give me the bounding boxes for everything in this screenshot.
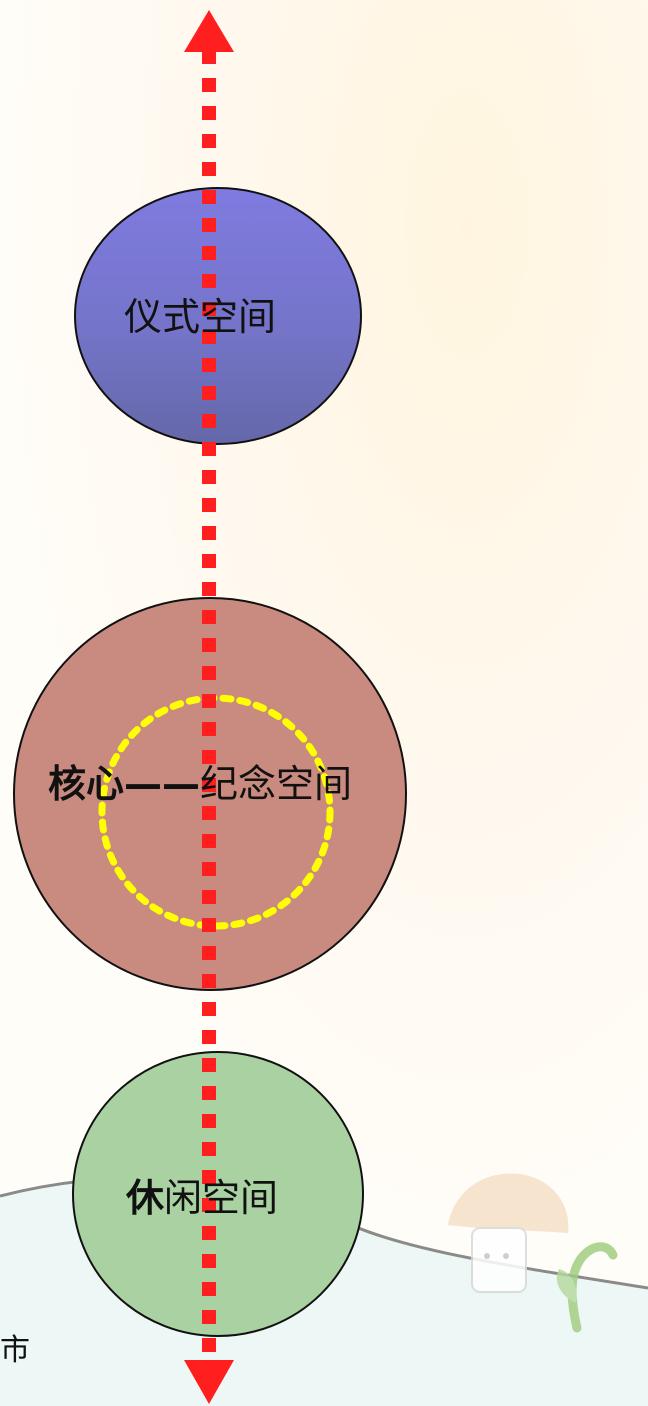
leisure-label-rest: 闲空间 xyxy=(164,1176,279,1220)
core-label-rest: 纪念空间 xyxy=(200,762,353,806)
mushroom-cap xyxy=(448,1173,569,1233)
core-label-strong: 核心—— xyxy=(48,762,201,806)
core-memorial-space-node xyxy=(13,597,407,991)
sprout-illustration xyxy=(556,1242,618,1333)
axis-arrow-top-icon xyxy=(184,10,234,52)
leisure-space-node xyxy=(72,1051,364,1337)
mushroom-dot xyxy=(503,1253,509,1259)
ritual-space-label: 仪式空间 xyxy=(124,295,277,339)
corner-text: 市 xyxy=(0,1333,30,1368)
mushroom-stem xyxy=(471,1227,527,1293)
leisure-label-strong: 休 xyxy=(126,1176,165,1220)
sprout-leaf xyxy=(556,1269,577,1303)
sprout-stem xyxy=(567,1242,618,1333)
mushroom-dot xyxy=(484,1253,490,1259)
axis-arrow-bottom-icon xyxy=(184,1360,234,1404)
mushroom-illustration xyxy=(448,1173,569,1293)
leisure-space-label: 休闲空间 xyxy=(126,1179,278,1217)
ritual-space-node xyxy=(74,187,362,445)
core-memorial-space-label: 核心——纪念空间 xyxy=(48,765,352,803)
